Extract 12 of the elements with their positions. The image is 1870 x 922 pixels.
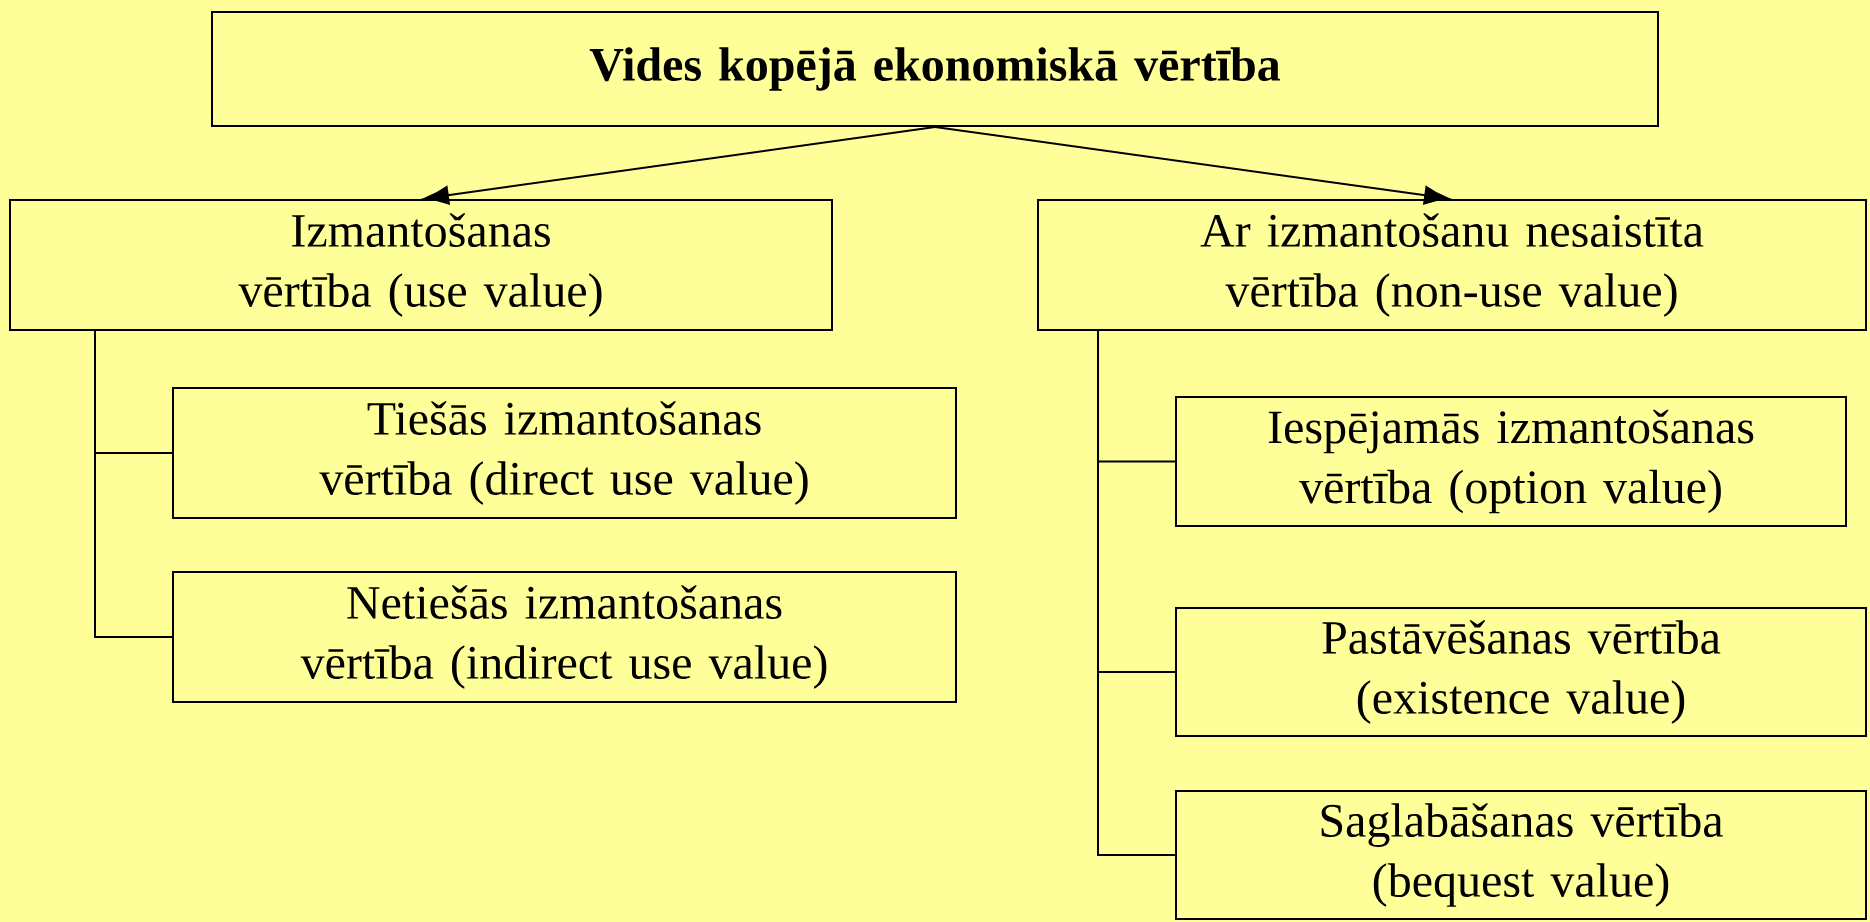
category-box: Ar izmantošanu nesaistīta vērtība (non-use value) — [1037, 199, 1867, 331]
title-box: Vides kopējā ekonomiskā vērtība — [211, 11, 1659, 127]
connector-line — [1097, 330, 1176, 856]
value-box: Pastāvēšanas vērtība (existence value) — [1175, 607, 1867, 737]
value-box: Iespējamās izmantošanas vērtība (option value) — [1175, 396, 1847, 527]
arrow — [424, 126, 936, 205]
category-box: Izmantošanas vērtība (use value) — [9, 199, 833, 331]
connector-line — [94, 330, 173, 638]
value-box: Saglabāšanas vērtība (bequest value) — [1175, 790, 1867, 920]
value-box: Netiešās izmantošanas vērtība (indirect use value) — [172, 571, 957, 703]
arrow — [934, 126, 1449, 205]
value-box: Tiešās izmantošanas vērtība (direct use value) — [172, 387, 957, 519]
